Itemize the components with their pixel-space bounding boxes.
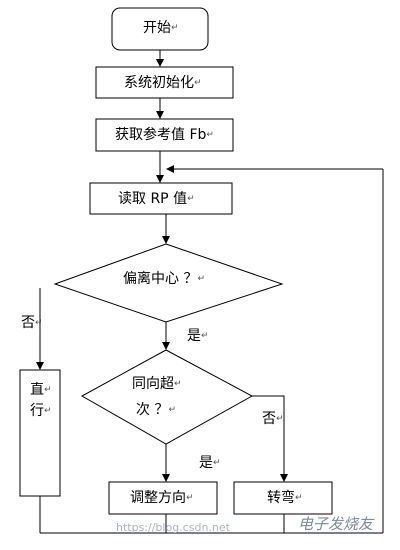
straight-box bbox=[19, 369, 61, 497]
init-label: 系统初始化↵ bbox=[124, 75, 202, 91]
same-dir-decision bbox=[80, 349, 254, 445]
get-fb-label: 获取参考值 Fb↵ bbox=[115, 127, 214, 143]
get-fb-box bbox=[95, 118, 234, 152]
straight-label-line2: 行↵ bbox=[30, 403, 52, 419]
yes-label-1: 是↵ bbox=[187, 328, 209, 344]
turn-label: 转弯↵ bbox=[267, 490, 303, 506]
no-label-2: 否↵ bbox=[262, 411, 284, 427]
adjust-box bbox=[108, 481, 218, 515]
watermark-site-logo: 电子发烧友 bbox=[298, 515, 374, 533]
adjust-label: 调整方向↵ bbox=[130, 490, 194, 506]
same-dir-label-line2: 次 ？↵ bbox=[136, 402, 176, 418]
straight-label-line1: 直↵ bbox=[30, 382, 52, 398]
no-label-1: 否↵ bbox=[21, 315, 43, 331]
start-label: 开始↵ bbox=[143, 20, 179, 36]
read-rp-box bbox=[89, 182, 233, 215]
offset-decision-label: 偏离中心 ？↵ bbox=[123, 271, 205, 287]
same-dir-label-line1: 同向超↵ bbox=[132, 376, 182, 392]
read-rp-label: 读取 RP 值↵ bbox=[118, 191, 195, 207]
init-box bbox=[95, 66, 234, 99]
watermark-url: https://blog.csdn.net bbox=[116, 521, 230, 534]
turn-box bbox=[233, 481, 333, 515]
yes-label-2: 是↵ bbox=[199, 455, 221, 471]
arrow-samedir-no bbox=[252, 395, 288, 482]
